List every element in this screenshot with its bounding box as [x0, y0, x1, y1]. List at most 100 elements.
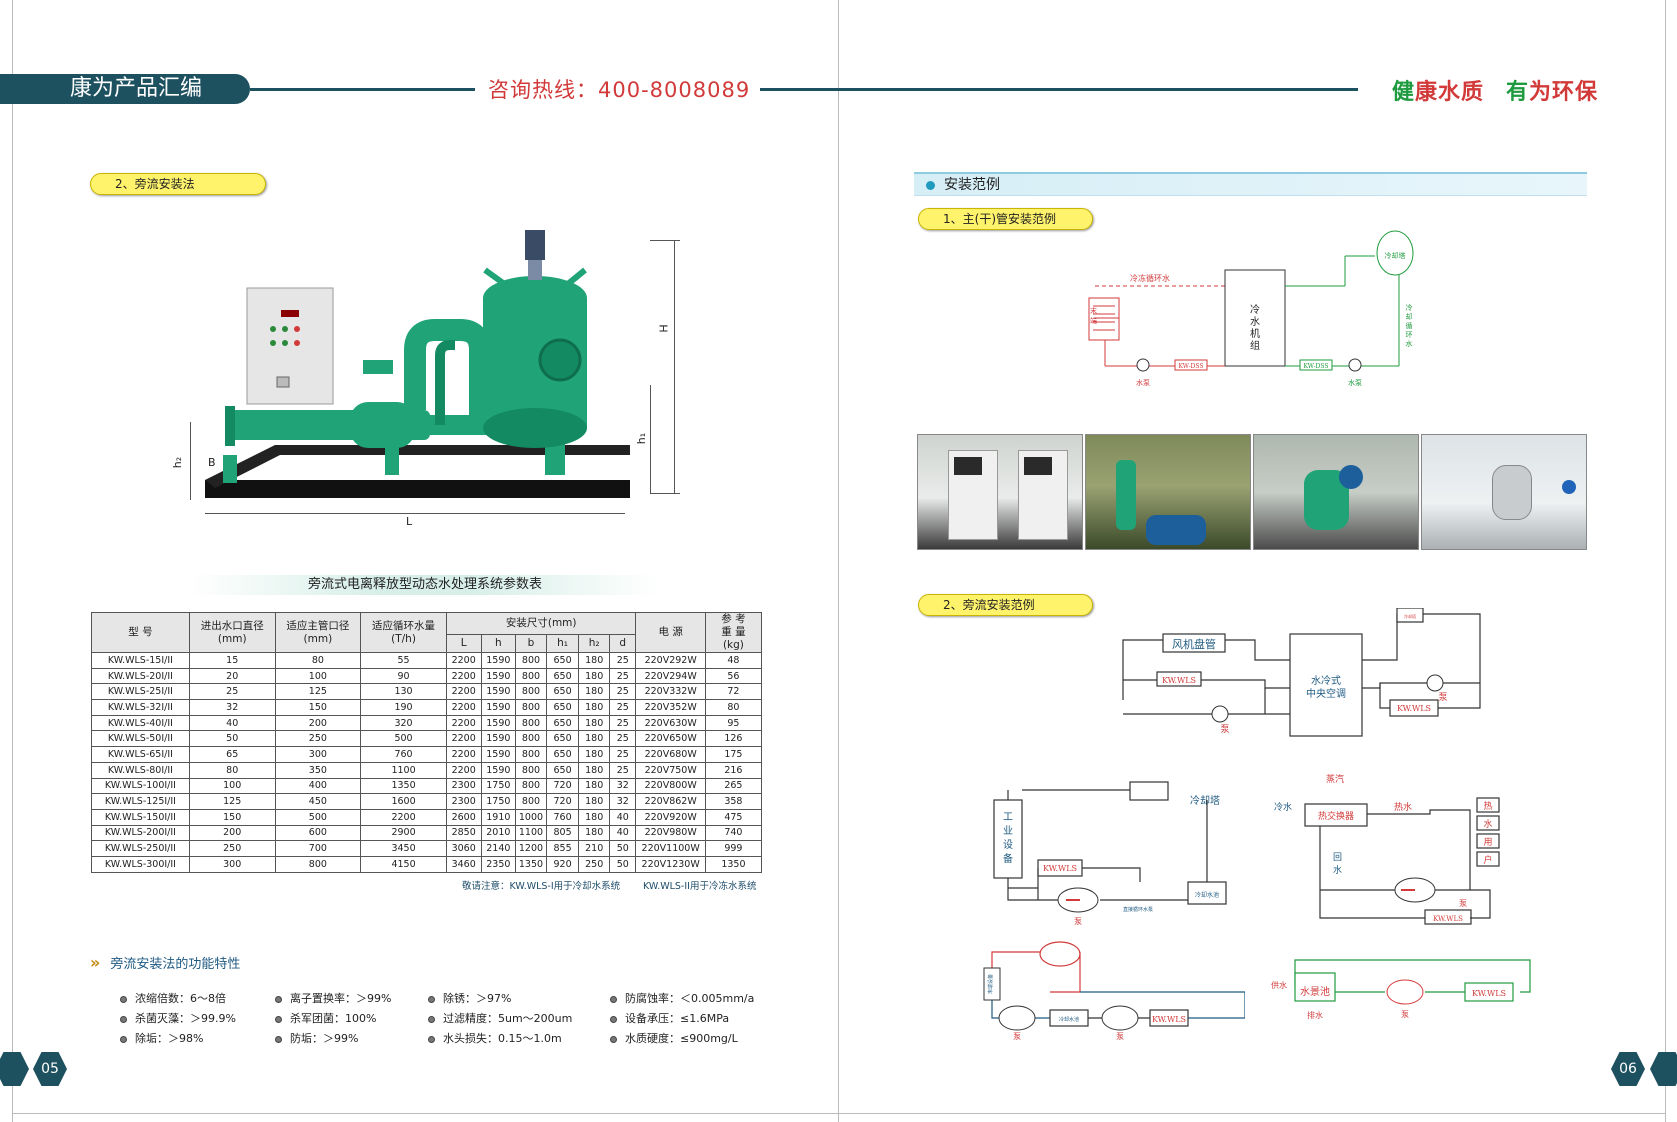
table-cell: 800: [515, 652, 547, 669]
table-cell: 999: [704, 840, 763, 857]
svg-text:末: 末: [1090, 306, 1097, 315]
table-cell: 220V1230W: [635, 855, 706, 873]
table-cell: 1600: [360, 793, 447, 810]
table-cell: 25: [188, 683, 276, 701]
brand-tab: 康为产品汇编: [0, 74, 250, 104]
table-cell: 180: [578, 667, 610, 685]
bullet-icon: [275, 1015, 282, 1023]
svg-text:KW-DSS: KW-DSS: [1304, 363, 1329, 370]
table-cell: 1590: [480, 730, 517, 748]
table-cell: 125: [188, 793, 276, 810]
table-cell: 220V332W: [635, 683, 706, 701]
table-cell: 56: [704, 667, 763, 685]
svg-text:却: 却: [1406, 312, 1413, 321]
table-cell: 650: [545, 746, 580, 763]
table-cell: 25: [608, 699, 637, 716]
table-cell: KW.WLS-25I/II: [91, 683, 190, 701]
table-cell: 3460: [445, 855, 482, 873]
svg-text:设: 设: [1003, 839, 1013, 851]
table-cell: 1100: [515, 824, 547, 842]
th-model: 型 号: [91, 612, 190, 653]
svg-text:冷: 冷: [1406, 303, 1413, 312]
pill-bypass-example: 2、旁流安装范例: [918, 594, 1093, 616]
table-cell: KW.WLS-150I/II: [91, 808, 190, 826]
table-cell: 180: [578, 683, 610, 701]
site-photo-1: [917, 434, 1083, 550]
bullet-icon: [428, 1015, 435, 1023]
table-cell: 65: [188, 746, 276, 763]
bullet-icon: [610, 1015, 617, 1023]
svg-text:供水: 供水: [1271, 980, 1287, 990]
svg-text:水: 水: [1333, 864, 1342, 876]
svg-text:水泵: 水泵: [1348, 378, 1362, 387]
table-cell: 800: [515, 730, 547, 748]
brand-title: 康为产品汇编: [70, 76, 203, 101]
svg-text:风机盘管: 风机盘管: [1172, 637, 1216, 651]
table-cell: 500: [274, 808, 362, 826]
svg-text:冷冻循环水: 冷冻循环水: [1130, 273, 1170, 283]
bullet-icon: [428, 1035, 435, 1043]
table-cell: 80: [188, 761, 276, 779]
svg-text:冷却水池: 冷却水池: [1195, 891, 1219, 899]
right-margin-line: [1665, 0, 1666, 1122]
table-cell: 100: [274, 667, 362, 685]
table-cell: 2200: [445, 730, 482, 748]
table-cell: 250: [188, 840, 276, 857]
note-cooling: 敬请注意：KW.WLS-I用于冷却水系统: [462, 881, 621, 892]
page-number-right: 06: [1611, 1052, 1645, 1086]
table-cell: 32: [188, 699, 276, 716]
table-cell: 90: [360, 667, 447, 685]
table-cell: 3450: [360, 840, 447, 857]
th-weight: 参 考重 量(kg): [704, 612, 763, 653]
cooling-pool-diagram: 末端设备 冷却水池 KW.WLS 泵 泵: [983, 941, 1245, 1040]
header-rule-2: [760, 88, 1358, 91]
table-cell: 2140: [480, 840, 517, 857]
feature-item: 除锈：＞97%: [428, 990, 511, 1006]
svg-text:排水: 排水: [1307, 1010, 1323, 1020]
table-cell: 760: [360, 746, 447, 763]
th-size-1: h: [480, 633, 517, 654]
table-cell: 400: [274, 777, 362, 795]
table-cell: 1590: [480, 652, 517, 669]
table-cell: 180: [578, 808, 610, 826]
table-cell: 760: [545, 808, 580, 826]
dim-h-line: [674, 240, 675, 493]
table-cell: KW.WLS-15I/II: [91, 652, 190, 669]
svg-text:水: 水: [1406, 339, 1413, 348]
table-cell: 800: [515, 683, 547, 701]
dim-label-B: B: [208, 456, 216, 469]
svg-text:冷水: 冷水: [1274, 801, 1292, 813]
table-cell: 250: [274, 730, 362, 748]
th-size-3: h₁: [545, 633, 580, 654]
site-photo-2: [1085, 434, 1251, 550]
table-cell: 2200: [360, 808, 447, 826]
table-cell: 700: [274, 840, 362, 857]
table-cell: KW.WLS-300I/II: [91, 855, 190, 873]
table-cell: 180: [578, 761, 610, 779]
feature-item: 杀菌灭藻：＞99.9%: [120, 1010, 236, 1026]
table-cell: 1350: [360, 777, 447, 795]
table-cell: 4150: [360, 855, 447, 873]
bullet-icon: [428, 995, 435, 1003]
table-cell: 40: [608, 824, 637, 842]
table-cell: 200: [188, 824, 276, 842]
table-cell: 320: [360, 714, 447, 732]
table-cell: 126: [704, 730, 763, 748]
feature-item: 过滤精度：5um～200um: [428, 1010, 572, 1026]
bullet-icon: [610, 995, 617, 1003]
table-cell: 2900: [360, 824, 447, 842]
table-cell: 220V294W: [635, 667, 706, 685]
hotline: 咨询热线：400-8008089: [488, 78, 751, 102]
svg-text:端: 端: [1090, 316, 1097, 325]
install-examples-bar: 安装范例: [914, 172, 1587, 196]
table-cell: 1910: [480, 808, 517, 826]
table-cell: 650: [545, 667, 580, 685]
bullet-icon: [120, 1035, 127, 1043]
table-cell: 216: [704, 761, 763, 779]
svg-text:户: 户: [1483, 854, 1492, 866]
